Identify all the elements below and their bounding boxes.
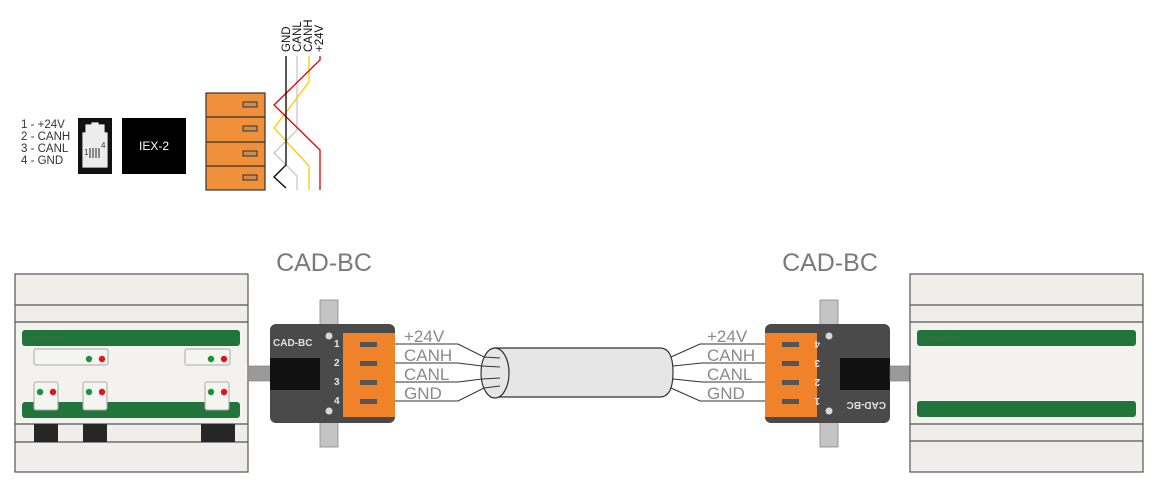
wire-label-gnd: GND — [281, 26, 293, 52]
wire-label-canh: CANH — [303, 19, 315, 52]
left-body-label: CAD-BC — [273, 338, 312, 349]
right-body-label: CAD-BC — [847, 399, 886, 410]
right-pin-4: 4 — [814, 338, 820, 349]
left-label-gnd: GND — [404, 384, 442, 403]
wire-canl — [273, 56, 298, 190]
left-label-24v: +24V — [404, 327, 445, 346]
left-pin-3: 3 — [334, 377, 340, 388]
pinout-legend: 1 - +24V 2 - CANH 3 - CANL 4 - GND — [21, 119, 70, 167]
right-module-brand: cubetech — [925, 334, 957, 343]
left-pin-1: 1 — [334, 339, 340, 350]
wire-label-canl: CANL — [292, 21, 304, 52]
wire-canh — [273, 56, 310, 190]
right-label-gnd: GND — [707, 384, 745, 403]
left-plug-stub — [247, 365, 273, 382]
pinout-line-2: 2 - CANH — [21, 131, 70, 143]
left-module: cubetech — [14, 273, 249, 473]
iex2-device: IEX-2 — [122, 118, 186, 174]
left-label-canh: CANH — [404, 346, 452, 365]
left-wire-labels: +24V CANH CANL GND — [404, 327, 452, 403]
right-connector-title: CAD-BC — [782, 249, 878, 277]
left-pin-2: 2 — [334, 358, 340, 369]
right-pin-1: 1 — [814, 395, 820, 406]
right-wire-labels: +24V CANH CANL GND — [707, 327, 755, 403]
cable — [395, 343, 765, 402]
left-label-canl: CANL — [404, 365, 449, 384]
pinout-line-1: 1 - +24V — [21, 119, 65, 131]
right-module: cubetech — [909, 273, 1144, 473]
wire-gnd — [273, 56, 287, 189]
jack-pin-1-label: 1 — [84, 148, 89, 157]
right-label-canl: CANL — [707, 365, 752, 384]
right-label-24v: +24V — [707, 327, 748, 346]
right-pin-3: 3 — [814, 357, 820, 368]
right-plug-stub — [889, 365, 912, 382]
right-pin-2: 2 — [814, 376, 820, 387]
left-module-brand: cubetech — [30, 334, 62, 343]
top-wire-labels: GND CANL CANH +24V — [281, 19, 326, 52]
left-pin-4: 4 — [334, 396, 340, 407]
left-cad-bc-connector: CAD-BC 1 2 3 4 — [270, 299, 395, 448]
pinout-line-4: 4 - GND — [21, 155, 63, 167]
terminal-block — [205, 92, 266, 191]
rj-jack-icon: 1 4 — [78, 118, 112, 174]
pinout-line-3: 3 - CANL — [21, 143, 69, 155]
right-cad-bc-connector: 4 3 2 1 CAD-BC — [765, 299, 890, 448]
iex2-label: IEX-2 — [139, 139, 169, 153]
jack-pin-4-label: 4 — [101, 141, 106, 150]
wire-24v — [273, 56, 321, 190]
wire-label-24v: +24V — [314, 24, 326, 52]
left-connector-title: CAD-BC — [276, 249, 372, 277]
right-label-canh: CANH — [707, 346, 755, 365]
top-wires — [273, 56, 321, 190]
